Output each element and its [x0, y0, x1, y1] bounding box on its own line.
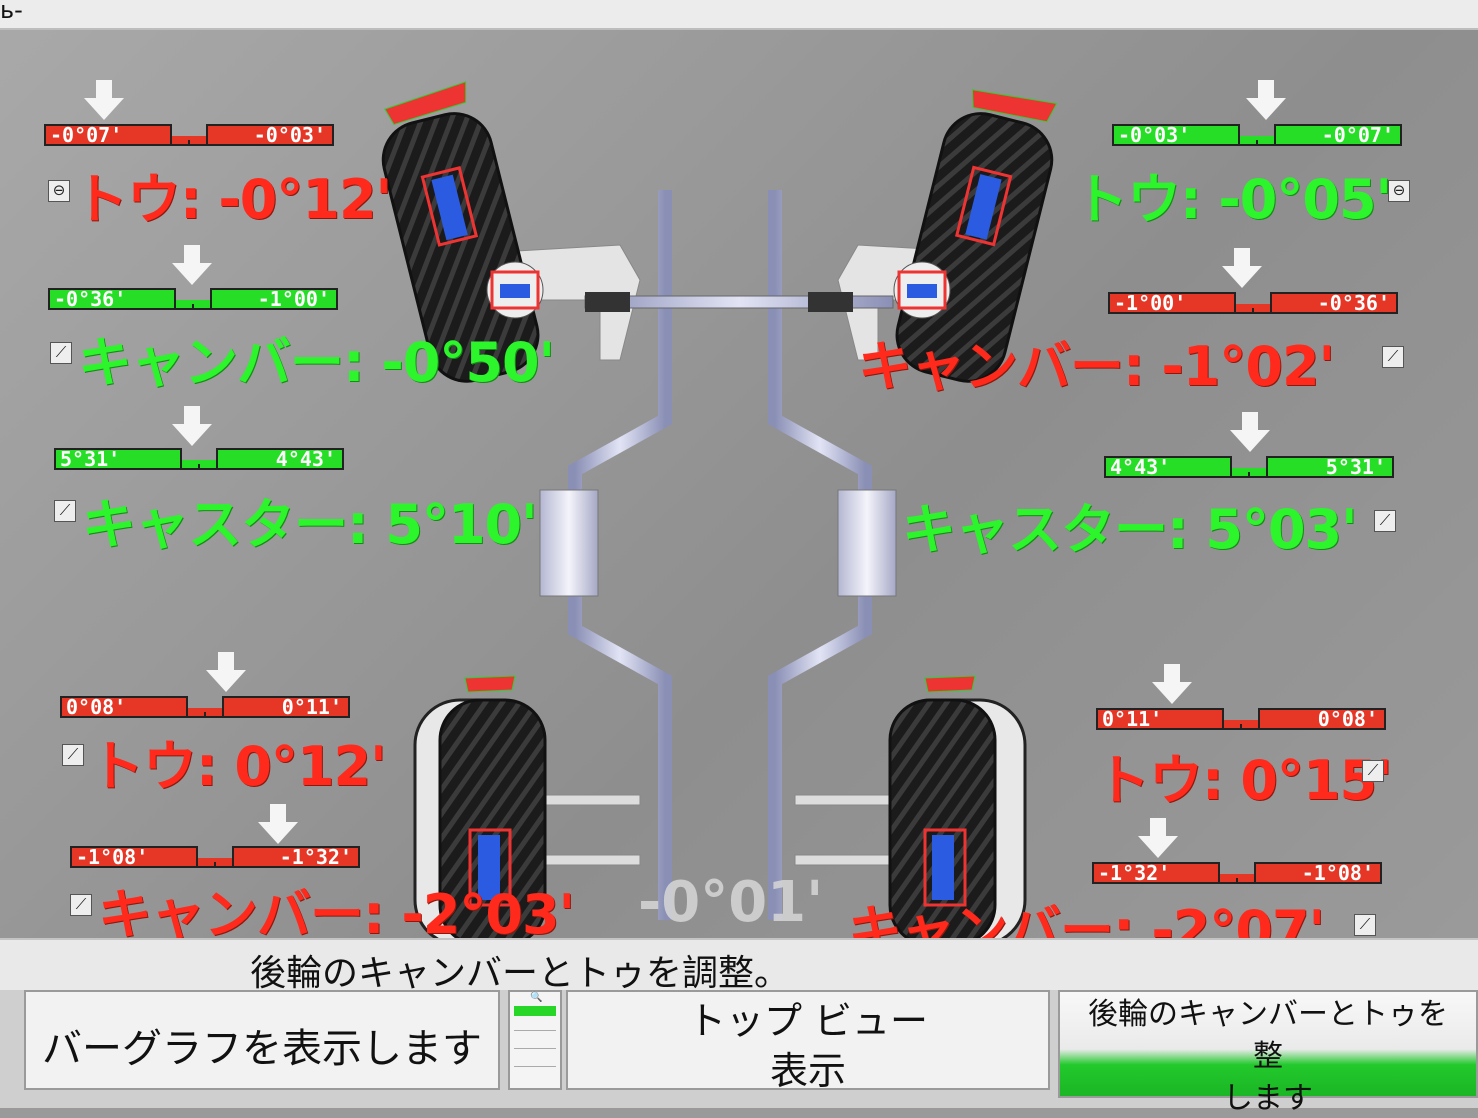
fr-caster-gauge: 4°43' 5°31' — [1104, 450, 1394, 480]
rear-right-wheel — [888, 675, 1027, 938]
rr-camber-right-value: -1°08' — [1254, 862, 1382, 884]
fl-camber-pointer — [172, 245, 212, 287]
magnifier-icon: 🔍 — [530, 992, 543, 1003]
status-bar: 後輪のキャンバーとトゥを調整。 — [0, 938, 1478, 994]
fr-toe-gauge: -0°03' -0°07' — [1112, 118, 1402, 148]
wrench-icon[interactable]: ⟋ — [62, 744, 84, 766]
fr-camber-gauge: -1°00' -0°36' — [1108, 286, 1398, 316]
fl-caster-pointer — [172, 406, 212, 448]
fl-caster-label: キャスター: 5°10' — [82, 493, 538, 556]
fl-caster-left-value: 5°31' — [54, 448, 182, 470]
fl-camber-label: キャンバー: -0°50' — [78, 331, 555, 394]
adjust-label-2: 整 — [1253, 1039, 1283, 1074]
wrench-icon[interactable]: ⟋ — [1382, 346, 1404, 368]
fr-camber-label: キャンバー: -1°02' — [858, 335, 1335, 398]
fl-toe-right-value: -0°03' — [206, 124, 334, 146]
rl-camber-right-value: -1°32' — [232, 846, 360, 868]
fr-toe-left-value: -0°03' — [1112, 124, 1240, 146]
fr-caster-label: キャスター: 5°03' — [902, 498, 1358, 561]
window-title: ь‑ — [0, 0, 23, 24]
fl-camber-left-value: -0°36' — [48, 288, 176, 310]
top-view-button[interactable]: トップ ビュー 表示 — [566, 990, 1050, 1093]
vehicle-top-view-graphic — [381, 81, 1058, 938]
steering-wheel-icon[interactable]: ⊖ — [1388, 180, 1410, 202]
fl-caster-gauge: 5°31' 4°43' — [54, 442, 344, 472]
fr-toe-pointer — [1246, 80, 1286, 122]
left-muffler — [539, 489, 599, 597]
wrench-icon[interactable]: ⟋ — [70, 894, 92, 916]
rr-toe-left-value: 0°11' — [1096, 708, 1224, 730]
show-bargraph-button[interactable]: バーグラフを表示します — [24, 990, 500, 1090]
title-bar: ь‑ — [0, 0, 1478, 30]
rl-camber-left-value: -1°08' — [70, 846, 198, 868]
fl-camber-right-value: -1°00' — [210, 288, 338, 310]
rr-camber-pointer — [1138, 818, 1178, 860]
fr-camber-right-value: -0°36' — [1270, 292, 1398, 314]
fr-camber-left-value: -1°00' — [1108, 292, 1236, 314]
steering-wheel-icon[interactable]: ⊖ — [48, 180, 70, 202]
fl-toe-label: トウ: -0°12' — [74, 168, 392, 231]
rl-camber-pointer — [258, 804, 298, 846]
rr-toe-label: トウ: 0°15' — [1096, 749, 1393, 812]
rl-toe-gauge: 0°08' 0°11' — [60, 690, 350, 720]
rr-camber-gauge: -1°32' -1°08' — [1092, 856, 1382, 886]
fl-caster-right-value: 4°43' — [216, 448, 344, 470]
rl-toe-left-value: 0°08' — [60, 696, 188, 718]
rl-camber-label: キャンバー: -2°03' — [98, 883, 575, 946]
rl-toe-label: トウ: 0°12' — [90, 735, 387, 798]
fr-caster-left-value: 4°43' — [1104, 456, 1232, 478]
fr-camber-pointer — [1222, 248, 1262, 290]
fr-toe-label: トウ: -0°05' — [1074, 168, 1392, 231]
top-view-label-2: 表示 — [769, 1049, 846, 1093]
rr-camber-left-value: -1°32' — [1092, 862, 1220, 884]
rl-toe-right-value: 0°11' — [222, 696, 350, 718]
wrench-icon[interactable]: ⟋ — [1362, 760, 1384, 782]
right-muffler — [837, 489, 897, 597]
top-view-label-1: トップ ビュー — [687, 999, 929, 1043]
button-bar: バーグラフを表示します 🔍 トップ ビュー 表示 後輪のキャンバーとトゥを 整 … — [0, 990, 1478, 1116]
fr-caster-pointer — [1230, 412, 1270, 454]
mini-bargraph-icon[interactable]: 🔍 — [508, 990, 562, 1090]
adjust-rear-camber-toe-button[interactable]: 後輪のキャンバーとトゥを 整 します — [1058, 990, 1478, 1116]
status-message: 後輪のキャンバーとトゥを調整。 — [250, 953, 791, 994]
fr-toe-right-value: -0°07' — [1274, 124, 1402, 146]
fl-camber-gauge: -0°36' -1°00' — [48, 282, 338, 312]
rear-left-wheel — [413, 675, 547, 938]
fr-caster-right-value: 5°31' — [1266, 456, 1394, 478]
show-bargraph-label: バーグラフを表示します — [42, 1026, 482, 1072]
wrench-icon[interactable]: ⟋ — [54, 500, 76, 522]
fl-toe-left-value: -0°07' — [44, 124, 172, 146]
adjust-label-1: 後輪のキャンバーとトゥを — [1088, 997, 1448, 1032]
fl-toe-gauge: -0°07' -0°03' — [44, 118, 334, 148]
fl-toe-pointer — [84, 80, 124, 122]
wrench-icon[interactable]: ⟋ — [1354, 914, 1376, 936]
rr-toe-gauge: 0°11' 0°08' — [1096, 702, 1386, 732]
adjust-label-3: します — [1223, 1081, 1313, 1116]
wrench-icon[interactable]: ⟋ — [1374, 510, 1396, 532]
rr-toe-right-value: 0°08' — [1258, 708, 1386, 730]
wrench-icon[interactable]: ⟋ — [50, 342, 72, 364]
rr-toe-pointer — [1152, 664, 1192, 706]
front-left-wheel — [381, 81, 540, 383]
rl-camber-gauge: -1°08' -1°32' — [70, 840, 360, 870]
thrust-angle-value: -0°01' — [638, 870, 824, 935]
rl-toe-pointer — [206, 652, 246, 694]
